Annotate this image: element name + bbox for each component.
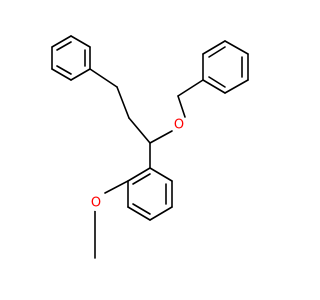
bond (149, 206, 173, 221)
bond (224, 40, 249, 55)
aromatic-inner-bond (132, 203, 151, 215)
aromatic-inner-bond (208, 46, 226, 58)
aromatic-inner-bond (56, 65, 72, 75)
bond (51, 35, 72, 48)
ether-oxygen-atom: O (171, 117, 187, 133)
propyl-chain (89, 68, 151, 144)
methoxyphenyl-ring (127, 167, 173, 221)
ether-oxygen-label: O (174, 118, 184, 133)
aromatic-inner-bond (132, 173, 151, 185)
bond (149, 167, 173, 182)
benzyloxy-group (149, 79, 204, 144)
molecule-structure-diagram: O O (51, 35, 249, 259)
bond (149, 130, 173, 144)
phenyl-ring-left (51, 35, 91, 81)
aromatic-inner-bond (56, 41, 72, 51)
bond (70, 35, 91, 48)
bond (128, 117, 151, 144)
methoxy-oxygen-atom: O (88, 195, 104, 211)
bond (177, 79, 204, 97)
phenyl-ring-right (202, 40, 249, 94)
bond (89, 68, 118, 88)
aromatic-inner-bond (208, 76, 226, 88)
bond (127, 167, 151, 182)
methoxy-oxygen-label: O (91, 196, 101, 211)
bond (202, 40, 226, 55)
bond (104, 180, 129, 194)
bond (177, 95, 186, 118)
bond (51, 68, 72, 81)
bond (127, 206, 151, 221)
methoxy-group (94, 180, 129, 259)
bond (116, 86, 130, 119)
bond (202, 79, 226, 94)
bond (224, 79, 249, 94)
bond (70, 68, 91, 81)
